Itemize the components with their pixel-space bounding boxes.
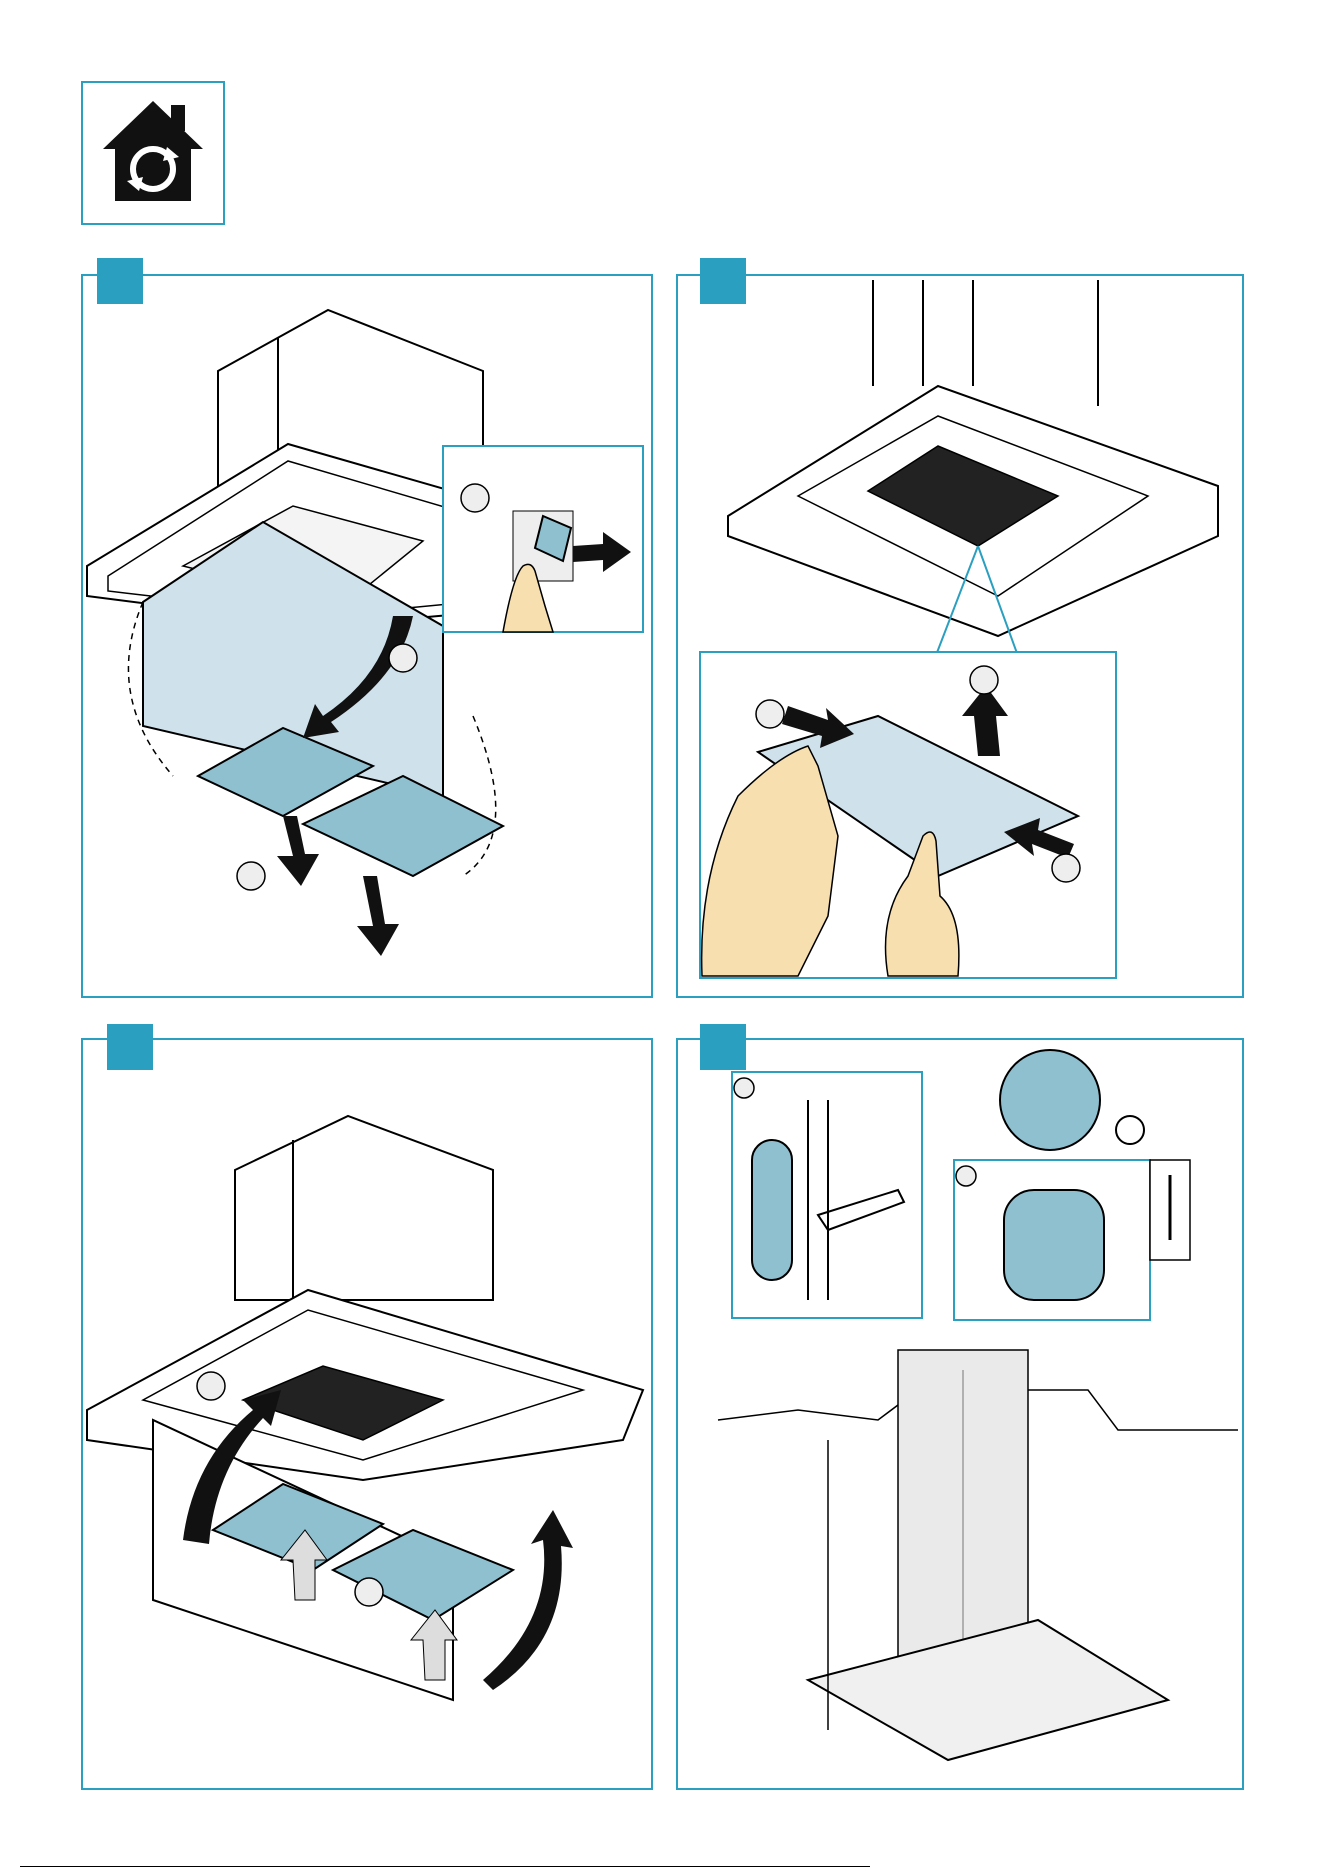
step-badge-3 — [107, 1024, 153, 1070]
hood-remove-grease-filters-illustration — [83, 276, 651, 996]
step-marker-1 — [389, 644, 417, 672]
section-icon-box — [81, 81, 225, 225]
step-badge-2 — [700, 258, 746, 304]
step-marker-2 — [970, 666, 998, 694]
hood-insert-grease-filters-illustration — [83, 1040, 651, 1788]
step-badge-1 — [97, 258, 143, 304]
eye-icon — [1116, 1116, 1144, 1144]
panel-2 — [676, 274, 1244, 998]
chimney-recirculation-kit-illustration — [678, 1040, 1242, 1788]
step-badge-4 — [700, 1024, 746, 1070]
step-marker-3 — [1052, 854, 1080, 882]
step-marker-2 — [355, 1578, 383, 1606]
panel-4 — [676, 1038, 1244, 1790]
hood-remove-carbon-filter-illustration — [678, 276, 1242, 996]
footer-rule — [20, 1866, 870, 1867]
step-marker-1 — [756, 700, 784, 728]
panel-3 — [81, 1038, 653, 1790]
step-marker-2 — [237, 862, 265, 890]
panel-1 — [81, 274, 653, 998]
step-marker-2 — [956, 1166, 976, 1186]
home-refresh-icon — [83, 83, 223, 223]
step-marker-1 — [734, 1078, 754, 1098]
step-marker-1 — [197, 1372, 225, 1400]
